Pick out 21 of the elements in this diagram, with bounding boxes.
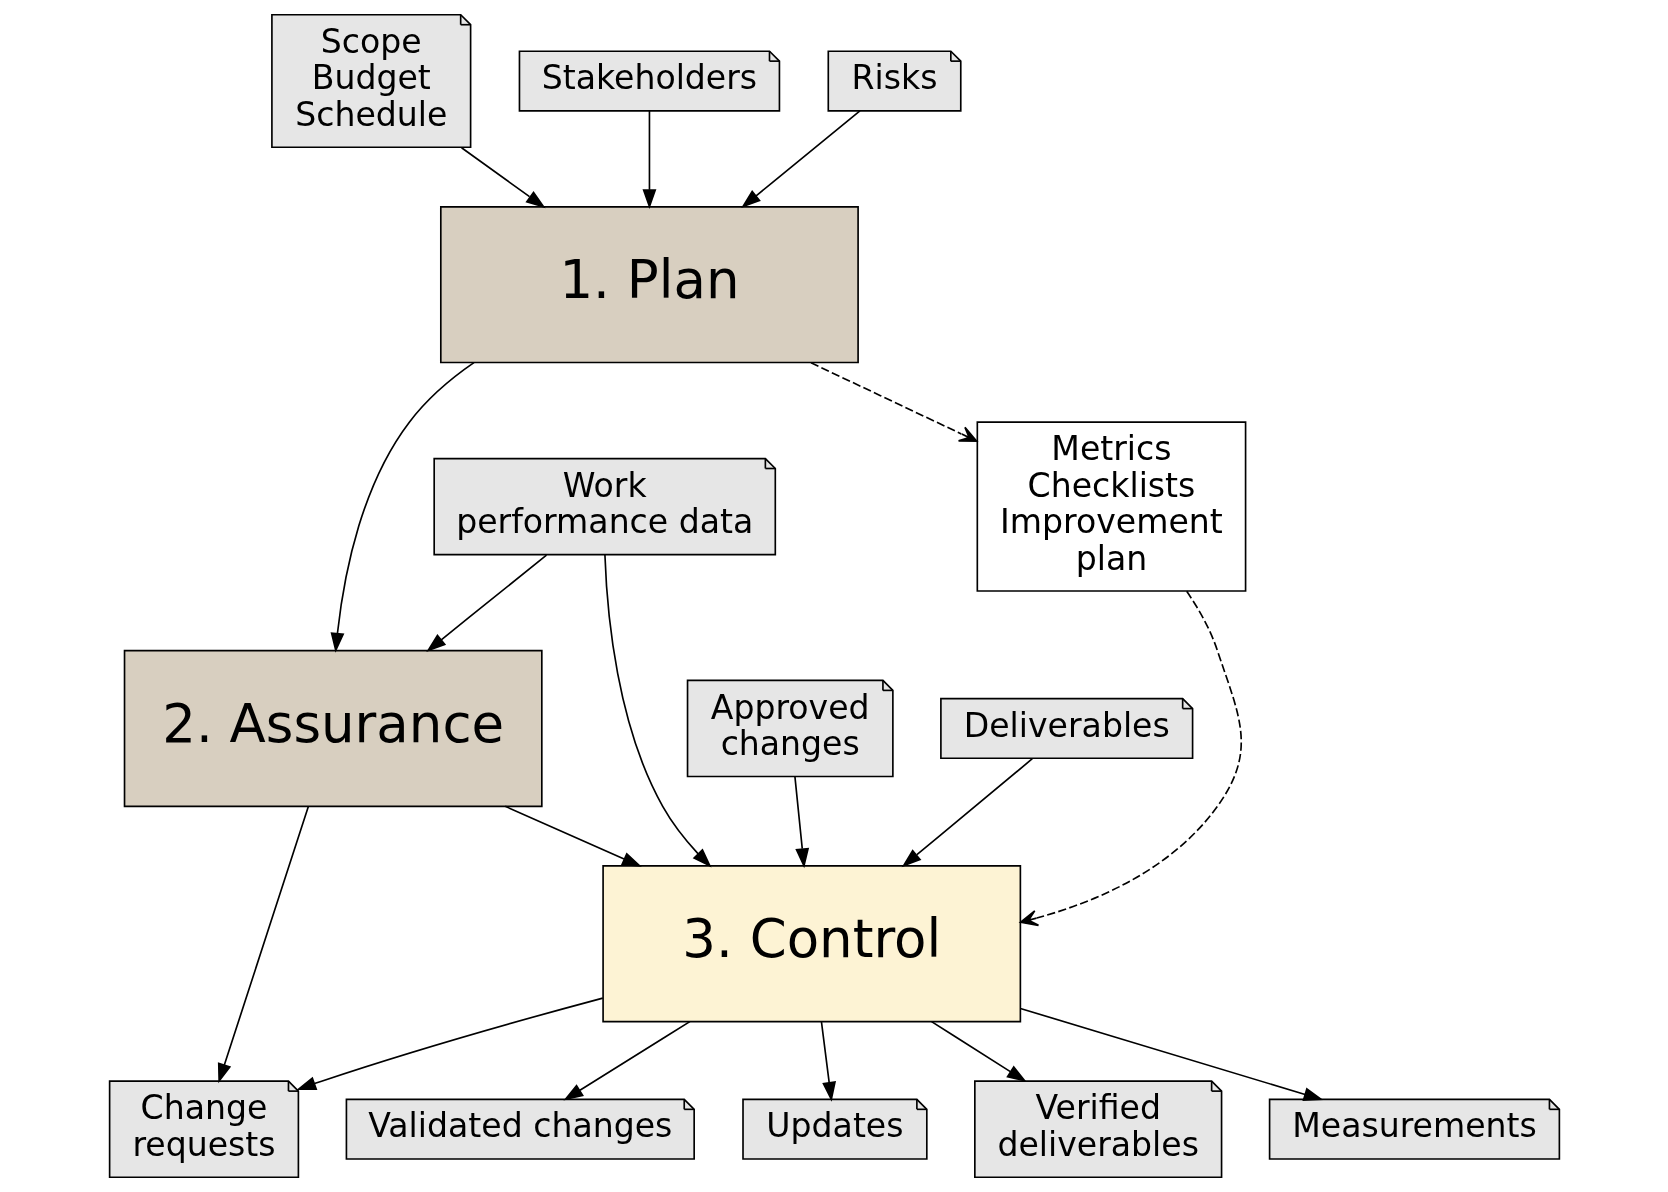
- arrow: [901, 757, 1033, 868]
- arrow: [642, 110, 656, 210]
- arrow: [793, 775, 809, 869]
- arrow: [1019, 590, 1242, 927]
- arrow: [295, 997, 604, 1091]
- node-box: 1. Plan: [439, 206, 859, 364]
- arrow: [330, 361, 475, 653]
- arrow: [562, 1020, 691, 1101]
- arrow: [809, 361, 978, 442]
- node-box: Metrics Checklists Improvement plan: [976, 421, 1246, 592]
- arrow: [503, 805, 642, 867]
- arrow: [740, 110, 861, 209]
- arrow: [425, 554, 547, 652]
- arrow: [930, 1020, 1027, 1083]
- arrow: [820, 1020, 836, 1102]
- node-box: 2. Assurance: [123, 649, 543, 808]
- arrow: [1019, 1007, 1323, 1101]
- arrow: [460, 146, 546, 209]
- arrow: [217, 805, 309, 1084]
- node-box: 3. Control: [601, 865, 1021, 1023]
- arrow: [603, 553, 712, 868]
